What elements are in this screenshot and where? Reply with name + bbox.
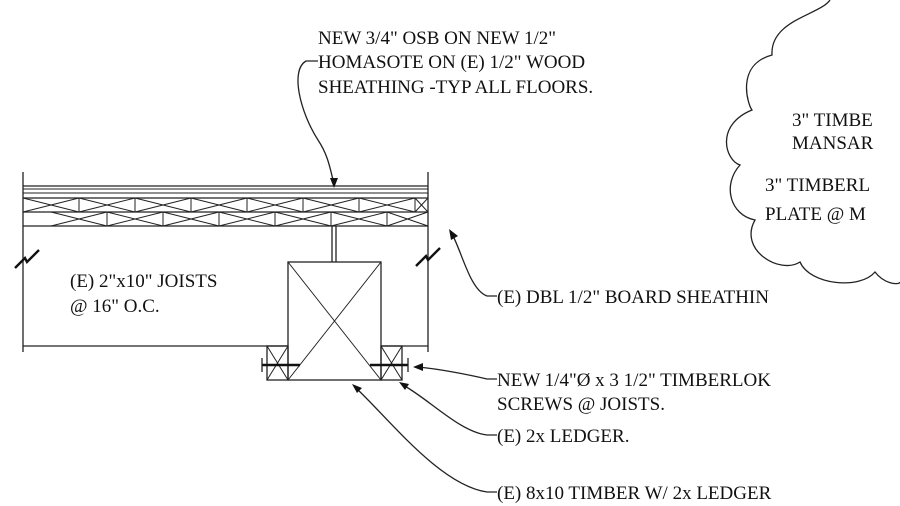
note-screws-line2: SCREWS @ JOISTS. bbox=[497, 394, 665, 415]
cloud-note-line4: PLATE @ M bbox=[765, 204, 866, 225]
board-sheathing-lower bbox=[50, 211, 429, 227]
board-cross-line bbox=[22, 197, 80, 213]
board-cross-line bbox=[106, 211, 164, 227]
board-cross-line bbox=[190, 197, 248, 213]
note-sheathing-line1: NEW 3/4" OSB ON NEW 1/2" bbox=[318, 28, 556, 49]
screw-right bbox=[370, 358, 409, 372]
note-timber: (E) 8x10 TIMBER W/ 2x LEDGER bbox=[497, 483, 772, 504]
ledger-left bbox=[266, 345, 289, 381]
ledger-right bbox=[380, 345, 403, 381]
note-ledger: (E) 2x LEDGER. bbox=[497, 426, 629, 447]
cloud-note-line3: 3" TIMBERL bbox=[765, 175, 870, 196]
note-joists-line2: @ 16" O.C. bbox=[70, 296, 160, 317]
board-cross-line bbox=[162, 211, 220, 227]
board-cross-line bbox=[414, 197, 429, 213]
board-cross-line bbox=[246, 197, 304, 213]
break-mark-left bbox=[14, 249, 40, 269]
board-cross-line bbox=[78, 197, 136, 213]
screw-left bbox=[261, 358, 300, 372]
note-sheathing-line2: HOMASOTE ON (E) 1/2" WOOD bbox=[318, 52, 585, 73]
cloud-note-line2: MANSAR bbox=[792, 133, 874, 154]
note-sheathing-line3: SHEATHING -TYP ALL FLOORS. bbox=[318, 77, 593, 98]
board-cross-line bbox=[134, 197, 192, 213]
board-cross-line bbox=[386, 211, 429, 227]
cloud-note-line1: 3" TIMBE bbox=[792, 110, 873, 131]
board-cross-line bbox=[218, 211, 276, 227]
joist bbox=[22, 172, 429, 352]
break-mark-right bbox=[415, 247, 441, 267]
board-cross-line bbox=[330, 211, 388, 227]
note-board-sheathing: (E) DBL 1/2" BOARD SHEATHIN bbox=[497, 287, 769, 308]
board-cross-line bbox=[50, 211, 108, 227]
leader-lines bbox=[297, 60, 497, 493]
revision-cloud bbox=[725, 0, 900, 285]
timber-beam bbox=[287, 261, 382, 381]
note-joists-line1: (E) 2"x10" JOISTS bbox=[70, 271, 217, 292]
floor-deck bbox=[22, 185, 429, 227]
board-cross-line bbox=[274, 211, 332, 227]
board-cross-line bbox=[302, 197, 360, 213]
note-screws-line1: NEW 1/4"Ø x 3 1/2" TIMBERLOK bbox=[497, 370, 771, 391]
board-cross-line bbox=[358, 197, 416, 213]
board-sheathing-upper bbox=[22, 197, 429, 213]
